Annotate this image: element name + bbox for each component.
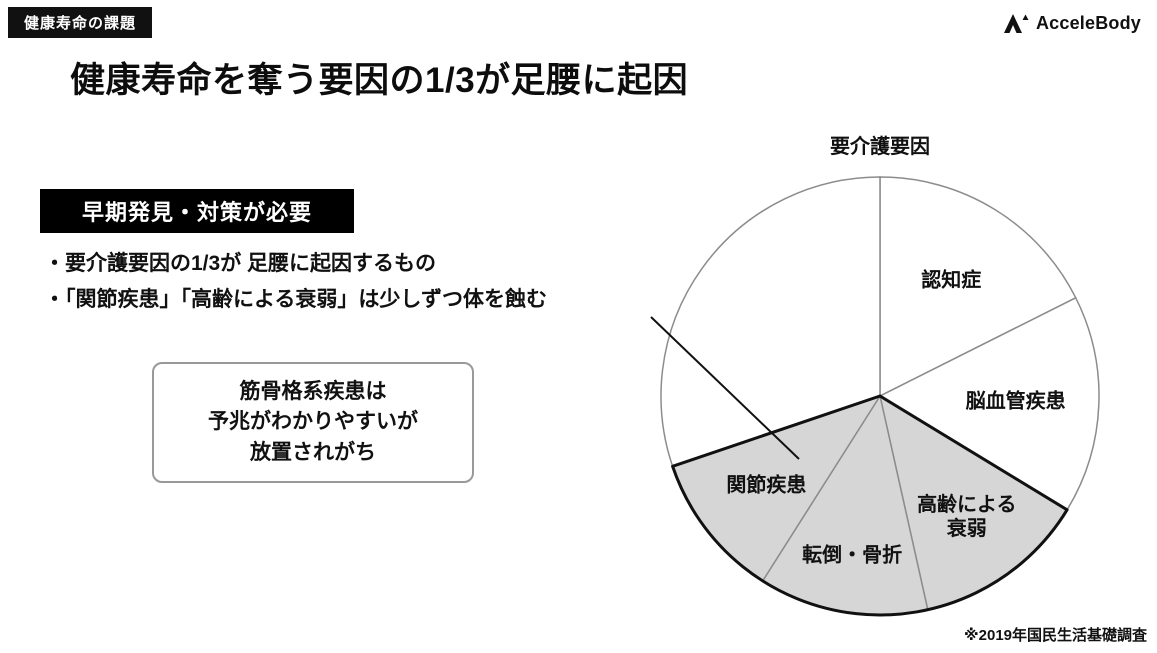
pie-slice-4 (671, 394, 882, 582)
accelebody-logo: AcceleBody (1003, 12, 1141, 34)
callout-box-line: 筋骨格系疾患は (239, 380, 387, 403)
pie-slice-5 (660, 176, 881, 468)
pie-slice-1 (878, 296, 1100, 511)
pie-slice-label: 認知症 (921, 267, 981, 291)
pie-slice-label: 脳血管疾患 (965, 389, 1066, 413)
pie-slice-label: 転倒・骨折 (802, 543, 902, 567)
bullet-item: ・「関節疾患」「高齢による衰弱」は少しずつ体を蝕む (44, 287, 547, 311)
slide-title: 健康寿命を奪う要因の1/3が足腰に起因 (70, 61, 689, 100)
pie-slice-label: 関節疾患 (726, 472, 806, 496)
bullet-item: ・要介護要因の1/3が 足腰に起因するもの (44, 252, 437, 275)
highlight-group-outline (671, 394, 1069, 617)
heading-badge: 早期発見・対策が必要 (40, 189, 355, 233)
pie-slice-3 (761, 394, 929, 616)
pie-slice-label: 高齢による衰弱 (917, 492, 1016, 540)
callout-box-line: 放置されがち (250, 440, 376, 464)
slide-tag-badge: 健康寿命の課題 (8, 7, 153, 38)
callout-connector-line (650, 316, 800, 460)
callout-box: 筋骨格系疾患は 予兆がわかりやすいが 放置されがち (152, 362, 474, 484)
pie-slice-0 (879, 176, 1077, 398)
pie-slice-2 (878, 394, 1069, 611)
pie-chart-title: 要介護要因 (830, 136, 930, 158)
source-note: ※2019年国民生活基礎調査 (964, 627, 1147, 644)
accelebody-logo-icon (1003, 14, 1029, 33)
accelebody-logo-text: AcceleBody (1035, 12, 1141, 33)
bullet-list: ・要介護要因の1/3が 足腰に起因するもの ・「関節疾患」「高齢による衰弱」は少… (44, 246, 547, 317)
callout-box-line: 予兆がわかりやすいが (208, 410, 418, 434)
